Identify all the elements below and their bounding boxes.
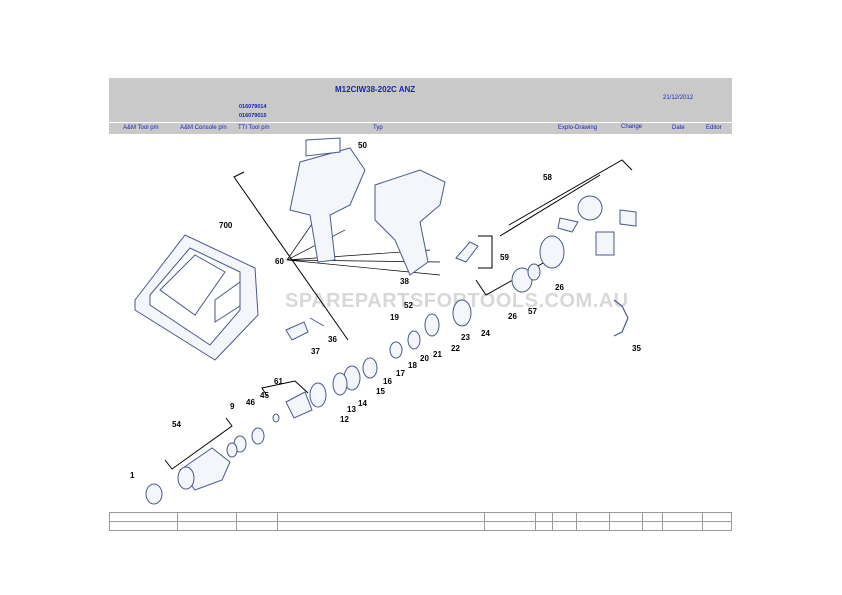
callout-46: 46 [246,398,255,407]
callout-17: 17 [396,369,405,378]
hammer-group [285,357,378,419]
bracket-59 [478,235,493,269]
column-explo-drawing: Explo-Drawing [558,125,598,131]
watermark: SPAREPARTSFORTOOLS.COM.AU [285,290,629,312]
electronics-58 [557,195,637,256]
callout-21: 21 [433,350,442,359]
gear-group [389,299,472,359]
model-title: M12CIW38-202C ANZ [335,85,416,94]
callout-1: 1 [130,471,135,480]
belt-clip-35 [613,299,629,337]
tool-case-700 [134,234,259,361]
column-tti-tool: TTI Tool p/n [238,125,270,131]
column-am-console: A&M Console p/n [180,125,227,131]
belt-hook-37 [285,317,325,341]
callout-12: 12 [340,415,349,424]
anvil-group [226,413,280,458]
callout-23: 23 [461,333,470,342]
footer-table [109,512,732,531]
collar-1 [145,483,163,505]
callout-26b: 26 [508,312,517,321]
callout-58: 58 [543,173,552,182]
callout-36: 36 [328,335,337,344]
part-number-1: 016079014 [239,104,267,110]
front-housing-54 [177,447,231,491]
column-editor: Editor [706,125,722,131]
stator-motor [511,235,565,293]
callout-20: 20 [420,354,429,363]
bracket-61 [261,380,309,397]
callout-52: 52 [404,301,413,310]
callout-45: 45 [260,391,269,400]
callout-19: 19 [390,313,399,322]
header-divider [109,122,732,123]
callout-61: 61 [274,377,283,386]
bracket-54 [164,417,233,470]
callout-13: 13 [347,405,356,414]
callout-24: 24 [481,329,490,338]
callout-35: 35 [632,344,641,353]
callout-54: 54 [172,420,181,429]
document-date: 21/12/2012 [663,95,694,101]
callout-16: 16 [383,377,392,386]
part-number-2: 016079015 [239,113,267,119]
column-am-tool: A&M Tool p/n [123,125,159,131]
callout-18: 18 [408,361,417,370]
callout-700: 700 [219,221,233,230]
callout-9: 9 [230,402,235,411]
column-typ: Typ [373,125,383,131]
housing-halves [289,137,446,276]
header-bar [109,78,732,134]
callout-15: 15 [376,387,385,396]
callout-60: 60 [275,257,284,266]
callout-38: 38 [400,277,409,286]
switch-59 [455,241,479,263]
bracket-60 [233,171,349,341]
column-date: Date [672,125,685,131]
callout-37: 37 [311,347,320,356]
column-change: Change [621,124,643,130]
callout-50: 50 [358,141,367,150]
callout-59: 59 [500,253,509,262]
bracket-58 [499,159,633,237]
callout-26a: 26 [555,283,564,292]
callout-57: 57 [528,307,537,316]
callout-22: 22 [451,344,460,353]
callout-14: 14 [358,399,367,408]
